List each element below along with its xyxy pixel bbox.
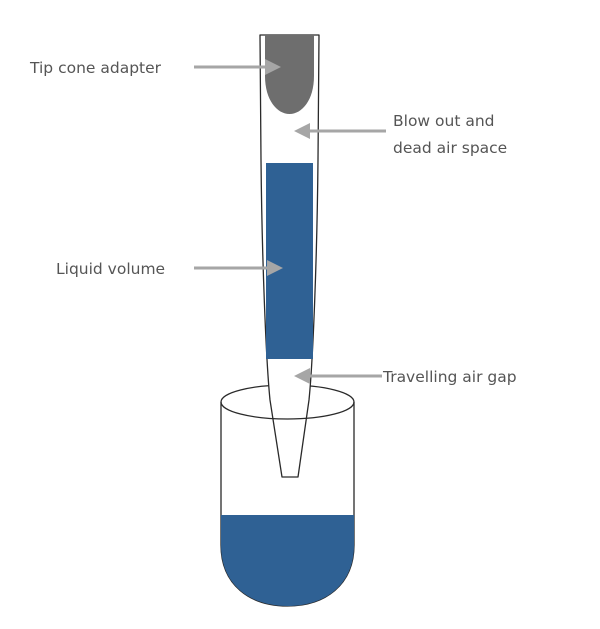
tip-cone-adapter-shape — [265, 35, 314, 114]
label-travelling-air-gap: Travelling air gap — [382, 368, 517, 386]
vessel-liquid — [221, 515, 354, 606]
label-blow-out-line2: dead air space — [393, 139, 507, 157]
liquid-column — [266, 163, 313, 359]
vessel-rim-front — [220, 401, 355, 420]
travelling-air-gap-arrow-head — [294, 368, 310, 384]
label-liquid-volume: Liquid volume — [56, 260, 165, 278]
annotation-arrows — [194, 59, 386, 384]
label-tip-cone-adapter: Tip cone adapter — [29, 59, 162, 77]
liquid-volume-arrow-head — [267, 260, 283, 276]
pipette-tip — [259, 34, 320, 478]
label-blow-out-line1: Blow out and — [393, 112, 495, 130]
tip-cone-adapter-arrow-head — [265, 59, 281, 75]
blow-out-arrow-head — [294, 123, 310, 139]
receiving-vessel — [220, 384, 355, 607]
